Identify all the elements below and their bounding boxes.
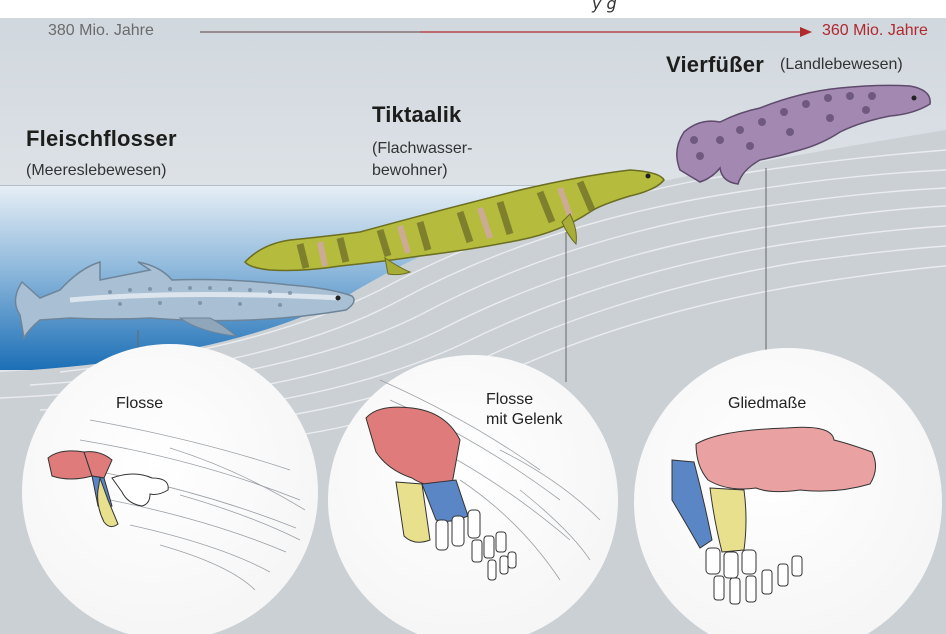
stage-2-title: Tiktaalik <box>372 102 461 128</box>
detail-3-label: Gliedmaße <box>728 394 806 414</box>
clipped-heading: y g <box>592 0 617 13</box>
stage-1-subtitle: (Meereslebewesen) <box>26 162 167 180</box>
stage-1-title: Fleischflosser <box>26 126 177 152</box>
detail-1-label: Flosse <box>116 394 163 414</box>
stage-3-title: Vierfüßer <box>666 52 764 78</box>
stage-2-subtitle: (Flachwasser- bewohner) <box>372 138 472 182</box>
detail-2-label: Flosse mit Gelenk <box>486 390 562 430</box>
detail-circle-2 <box>328 355 618 634</box>
detail-circle-1 <box>22 344 318 634</box>
stage-3-subtitle: (Landlebewesen) <box>780 56 903 74</box>
timeline-start-label: 380 Mio. Jahre <box>48 22 154 40</box>
timeline-end-label: 360 Mio. Jahre <box>822 22 928 40</box>
